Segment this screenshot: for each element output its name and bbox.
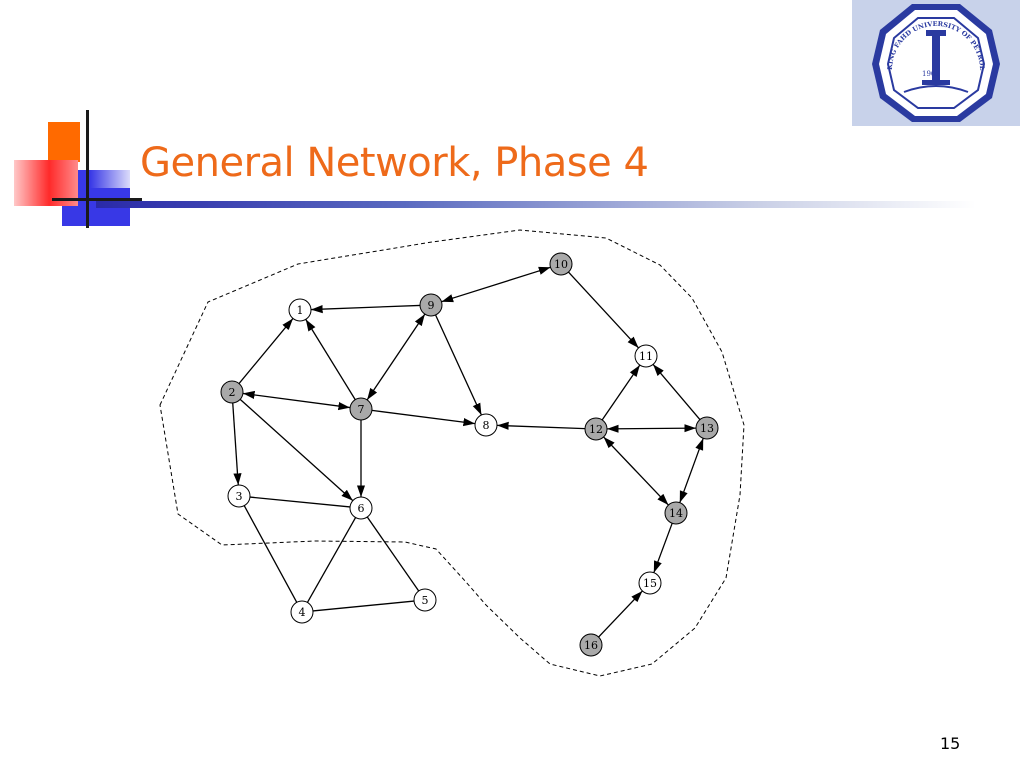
edge-3-6 <box>249 496 351 508</box>
node-circle <box>584 417 608 441</box>
edge-12-13 <box>606 424 697 433</box>
node-label: 4 <box>299 606 306 619</box>
node-12: 12 <box>584 417 608 441</box>
title-underline-rule <box>96 201 976 208</box>
node-3: 3 <box>227 484 251 508</box>
edge-16-15 <box>598 590 643 638</box>
edge-13-14 <box>679 438 704 503</box>
title-ornament-glow <box>90 160 134 188</box>
edge-9-1 <box>310 304 421 314</box>
node-label: 1 <box>297 304 304 317</box>
node-label: 14 <box>669 507 683 520</box>
node-label: 15 <box>643 577 657 590</box>
slide-title: General Network, Phase 4 <box>140 140 649 186</box>
logo-year: 1963 <box>922 70 940 78</box>
node-label: 10 <box>554 258 568 271</box>
edge-4-5 <box>312 600 415 612</box>
node-label: 16 <box>584 639 598 652</box>
slide-number: 15 <box>940 734 961 753</box>
node-circle <box>695 416 719 440</box>
node-1: 1 <box>288 298 312 322</box>
node-label: 11 <box>639 350 653 363</box>
node-6: 6 <box>349 496 373 520</box>
node-circle <box>227 484 251 508</box>
university-seal-icon: 1963 KING FAHD UNIVERSITY OF PETROLEUM &… <box>852 0 1000 122</box>
node-label: 13 <box>700 422 714 435</box>
edge-12-11 <box>601 364 641 421</box>
node-10: 10 <box>549 252 573 276</box>
edge-10-11 <box>567 271 640 349</box>
node-circle <box>549 252 573 276</box>
node-label: 3 <box>236 490 243 503</box>
edge-9-7 <box>366 313 426 401</box>
node-circle <box>349 496 373 520</box>
edge-7-1 <box>305 319 356 400</box>
edge-2-1 <box>238 318 294 384</box>
node-11: 11 <box>634 344 658 368</box>
node-8: 8 <box>474 413 498 437</box>
node-2: 2 <box>220 380 244 404</box>
edge-12-14 <box>603 436 669 506</box>
edges-layer <box>232 266 704 638</box>
node-9: 9 <box>419 293 443 317</box>
edge-3-4 <box>243 505 298 603</box>
node-5: 5 <box>413 588 437 612</box>
node-4: 4 <box>290 600 314 624</box>
title-ornament-horizontal-line <box>52 198 142 201</box>
node-label: 5 <box>422 594 429 607</box>
node-circle <box>474 413 498 437</box>
node-label: 9 <box>428 299 435 312</box>
node-label: 12 <box>589 423 603 436</box>
node-circle <box>634 344 658 368</box>
node-label: 6 <box>358 502 365 515</box>
edge-6-4 <box>306 517 357 603</box>
node-16: 16 <box>579 633 603 657</box>
network-boundary-dashed <box>159 229 745 677</box>
node-circle <box>220 380 244 404</box>
node-circle <box>288 298 312 322</box>
node-14: 14 <box>664 501 688 525</box>
edge-13-11 <box>652 363 701 421</box>
edge-9-10 <box>441 266 551 303</box>
edge-7-8 <box>371 409 476 427</box>
edge-6-5 <box>366 516 420 592</box>
node-13: 13 <box>695 416 719 440</box>
node-label: 8 <box>483 419 490 432</box>
university-logo: 1963 KING FAHD UNIVERSITY OF PETROLEUM &… <box>852 0 1020 126</box>
edge-9-8 <box>434 314 483 416</box>
edge-2-6 <box>239 398 354 502</box>
node-15: 15 <box>638 571 662 595</box>
edge-2-7 <box>242 390 351 411</box>
node-circle <box>638 571 662 595</box>
edge-14-15 <box>653 523 673 573</box>
node-circle <box>290 600 314 624</box>
title-ornament-orange-square <box>48 122 80 162</box>
node-circle <box>349 397 373 421</box>
edge-12-8 <box>496 421 586 430</box>
node-label: 7 <box>358 403 365 416</box>
title-ornament-vertical-line <box>86 110 89 228</box>
node-circle <box>413 588 437 612</box>
node-label: 2 <box>229 386 236 399</box>
node-7: 7 <box>349 397 373 421</box>
node-circle <box>419 293 443 317</box>
node-circle <box>664 501 688 525</box>
node-circle <box>579 633 603 657</box>
edge-2-3 <box>232 402 242 486</box>
